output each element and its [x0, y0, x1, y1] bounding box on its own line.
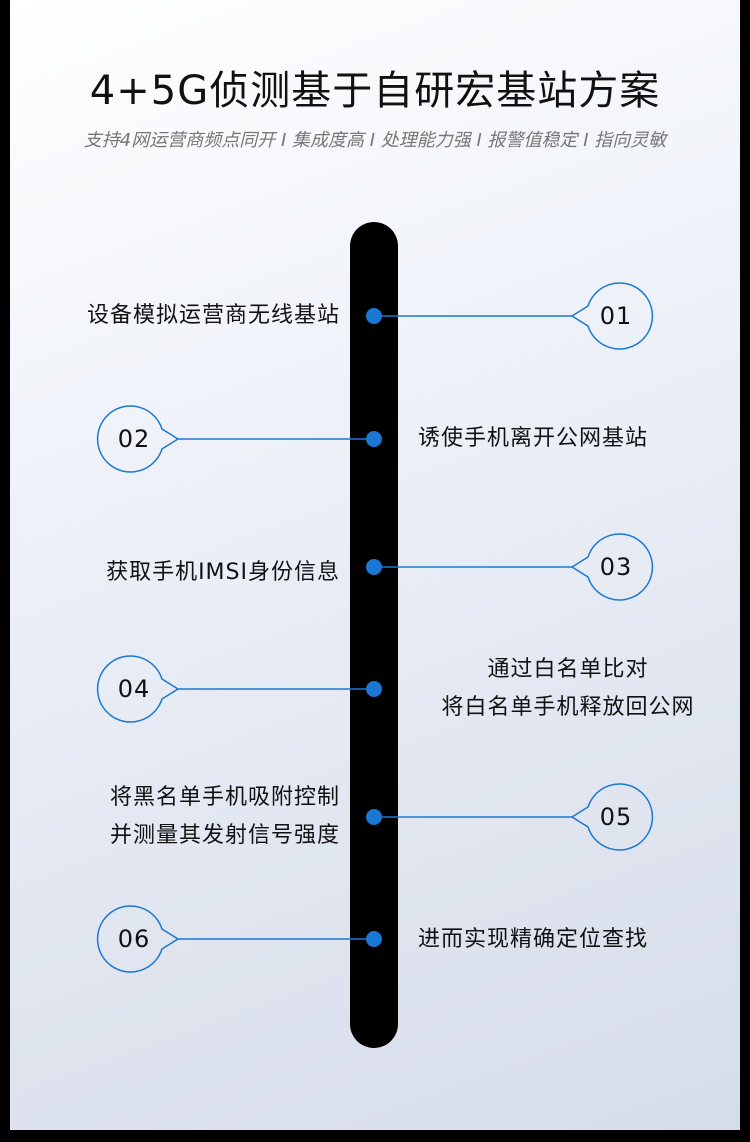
step-04-text: 通过白名单比对 将白名单手机释放回公网: [418, 651, 718, 727]
connector-04: [96, 655, 382, 723]
step-04-number: 04: [117, 675, 151, 703]
connector-03: [366, 533, 654, 601]
step-01-text: 设备模拟运营商无线基站: [87, 297, 340, 335]
timeline-dot: [366, 308, 382, 324]
step-03-number: 03: [599, 553, 633, 581]
step-02-line-1: 诱使手机离开公网基站: [418, 426, 649, 451]
infographic-page: 4+5G侦测基于自研宏基站方案 支持4网运营商频点同开 I 集成度高 I 处理能…: [10, 0, 740, 1130]
step-05-line-2: 并测量其发射信号强度: [109, 823, 340, 848]
step-06-line-1: 进而实现精确定位查找: [418, 927, 649, 952]
timeline-dot: [366, 681, 382, 697]
timeline-dot: [366, 431, 382, 447]
step-04-line-2: 将白名单手机释放回公网: [441, 695, 695, 720]
timeline-connectors: [96, 282, 654, 973]
connector-05: [366, 783, 654, 851]
page-title: 4+5G侦测基于自研宏基站方案: [89, 68, 661, 114]
timeline-dot: [366, 931, 382, 947]
step-06-text: 进而实现精确定位查找: [418, 921, 648, 959]
step-02-number: 02: [117, 425, 151, 453]
timeline-dot: [366, 809, 382, 825]
step-05-number: 05: [599, 803, 633, 831]
timeline-bar: [350, 222, 398, 1048]
step-01-line-1: 设备模拟运营商无线基站: [86, 303, 340, 328]
step-05-text: 将黑名单手机吸附控制 并测量其发射信号强度: [110, 779, 340, 855]
step-03-line-1: 获取手机IMSI身份信息: [106, 560, 340, 585]
step-05-line-1: 将黑名单手机吸附控制: [109, 785, 340, 810]
page-subtitle: 支持4网运营商频点同开 I 集成度高 I 处理能力强 I 报警值稳定 I 指向灵…: [83, 130, 667, 151]
connector-06: [96, 905, 382, 973]
step-03-text: 获取手机IMSI身份信息: [106, 554, 340, 592]
step-01-number: 01: [599, 302, 633, 330]
step-06-number: 06: [117, 925, 151, 953]
connector-01: [366, 282, 654, 350]
connector-02: [96, 405, 382, 473]
timeline-dot: [366, 559, 382, 575]
step-04-line-1: 通过白名单比对: [487, 657, 649, 682]
step-02-text: 诱使手机离开公网基站: [418, 420, 648, 458]
